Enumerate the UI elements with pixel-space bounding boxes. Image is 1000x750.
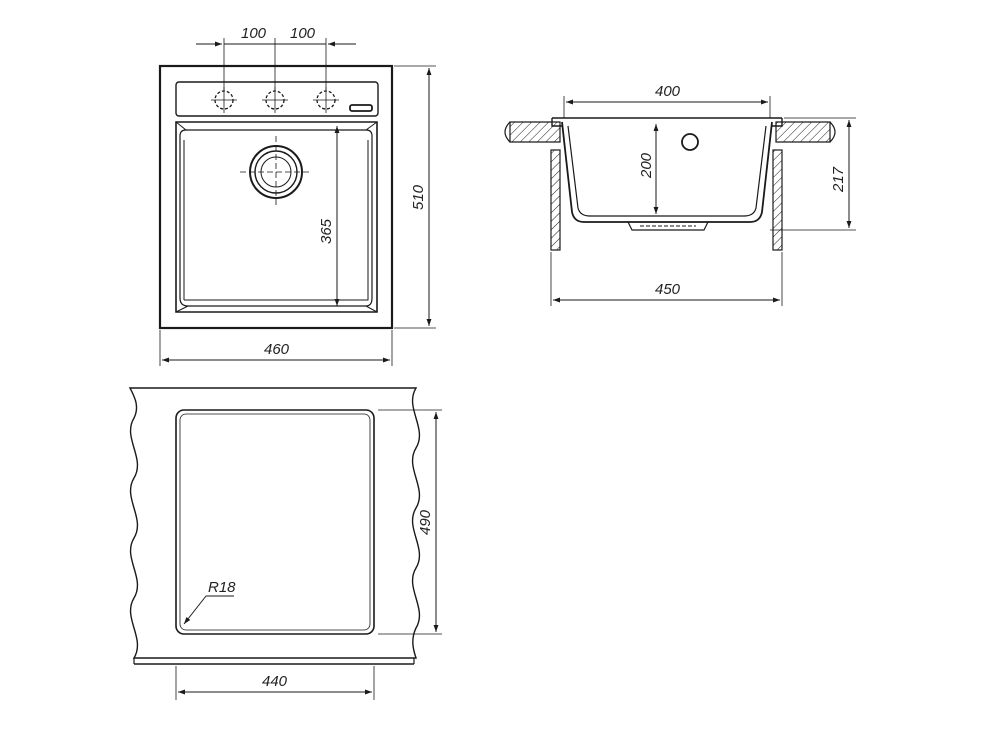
bowl-profile bbox=[561, 121, 773, 223]
dim-bowl-depth: 365 bbox=[318, 218, 335, 244]
overflow-hole-icon bbox=[681, 133, 699, 151]
overflow-slot bbox=[349, 104, 373, 112]
side-view: 400 200 217 450 bbox=[504, 83, 856, 306]
top-view: 100 100 365 510 460 bbox=[158, 25, 436, 366]
cutout-opening bbox=[175, 409, 375, 635]
dim-hole-spacing-right: 100 bbox=[290, 25, 316, 42]
dim-bowl-width: 400 bbox=[655, 83, 681, 100]
cutout-view: R18 490 440 bbox=[128, 387, 442, 700]
dim-total-height: 217 bbox=[830, 166, 847, 193]
dim-total-width: 460 bbox=[264, 341, 290, 358]
countertop-left bbox=[509, 121, 561, 143]
dim-bowl-height: 200 bbox=[638, 152, 655, 179]
dim-total-depth: 510 bbox=[410, 184, 427, 210]
dim-cutout-width: 440 bbox=[262, 673, 288, 690]
tap-hole-left-icon bbox=[211, 87, 237, 113]
dim-hole-spacing-left: 100 bbox=[241, 25, 267, 42]
dim-base-width: 450 bbox=[655, 281, 681, 298]
cabinet-wall-right bbox=[772, 149, 783, 251]
countertop-right bbox=[775, 121, 831, 143]
tap-hole-center-icon bbox=[262, 87, 288, 113]
cabinet-wall-left bbox=[550, 149, 561, 251]
dim-radius: R18 bbox=[208, 579, 236, 596]
tap-hole-right-icon bbox=[313, 87, 339, 113]
tap-deck bbox=[175, 81, 379, 117]
drain-icon bbox=[240, 136, 312, 208]
countertop-slab bbox=[128, 387, 421, 659]
sink-outline bbox=[158, 64, 394, 330]
dim-cutout-height: 490 bbox=[417, 509, 434, 535]
